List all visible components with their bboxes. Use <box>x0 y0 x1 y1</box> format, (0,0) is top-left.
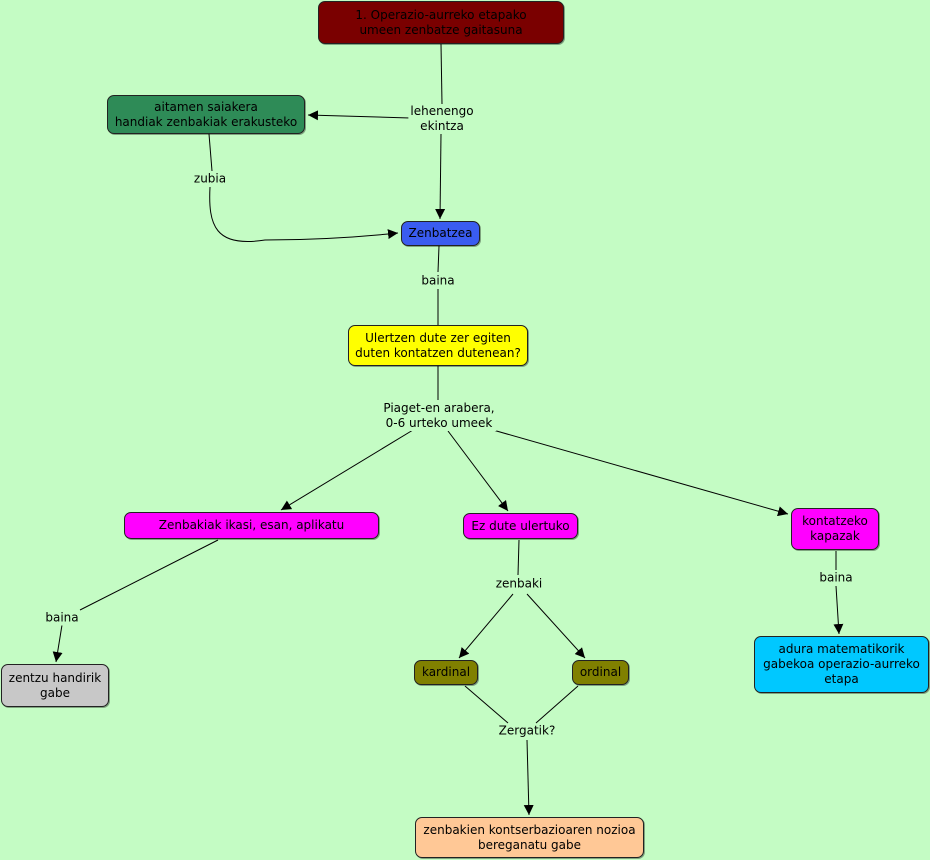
connector-ezdute-zenbaki <box>517 539 520 576</box>
arrow-lehenengo-aitamen <box>307 110 411 121</box>
connector-root-lehenengo <box>440 43 443 105</box>
arrow-zenbaki-ordinal <box>526 593 586 659</box>
arrow-zubia-zenbatzea <box>209 186 399 242</box>
arrow-baina-zentzu <box>52 624 63 663</box>
node-ordinal[interactable]: ordinal <box>572 660 629 685</box>
node-kardinal[interactable]: kardinal <box>414 660 478 685</box>
label-zergatik: Zergatik? <box>496 723 558 739</box>
node-ikasi[interactable]: Zenbakiak ikasi, esan, aplikatu <box>124 512 379 539</box>
node-zenbatzea[interactable]: Zenbatzea <box>401 221 480 246</box>
arrow-baina-adura <box>833 585 844 635</box>
connector-aitamen-zubia <box>208 133 213 172</box>
connector-kardinal-zergatik <box>464 685 509 724</box>
node-ulertzen[interactable]: Ulertzen dute zer egiten duten kontatzen… <box>348 325 528 366</box>
node-kontatzeko[interactable]: kontatzeko kapazak <box>791 508 879 550</box>
node-adura[interactable]: adura matematikorik gabekoa operazio-aur… <box>754 636 929 693</box>
arrow-lehenengo-zenbatzea <box>435 133 446 220</box>
arrow-piaget-ezdute <box>447 430 509 512</box>
label-baina-1: baina <box>419 273 457 289</box>
arrow-piaget-kontatzeko <box>492 429 789 517</box>
connector-zenbatzea-baina <box>437 245 440 273</box>
arrow-zenbaki-kardinal <box>458 593 514 659</box>
node-aitamen[interactable]: aitamen saiakera handiak zenbakiak eraku… <box>107 95 305 134</box>
arrow-zergatik-kontserbazio <box>523 739 534 816</box>
label-baina-3: baina <box>817 570 855 586</box>
connector-ordinal-zergatik <box>535 685 579 724</box>
node-zentzu[interactable]: zentzu handirik gabe <box>1 664 109 707</box>
node-kontserbazio[interactable]: zenbakien kontserbazioaren nozioa berega… <box>415 817 644 858</box>
node-root[interactable]: 1. Operazio-aurreko etapako umeen zenbat… <box>318 1 564 44</box>
label-zubia: zubia <box>191 171 229 187</box>
label-piaget: Piaget-en arabera, 0-6 urteko umeek <box>381 401 497 431</box>
connector-ikasi-baina <box>79 539 219 611</box>
label-lehenengo-ekintza: lehenengo ekintza <box>408 104 476 134</box>
arrow-piaget-ikasi <box>280 429 414 511</box>
label-baina-2: baina <box>43 610 81 626</box>
label-zenbaki: zenbaki <box>493 576 545 592</box>
node-ez-dute-ulertuko[interactable]: Ez dute ulertuko <box>463 513 578 539</box>
